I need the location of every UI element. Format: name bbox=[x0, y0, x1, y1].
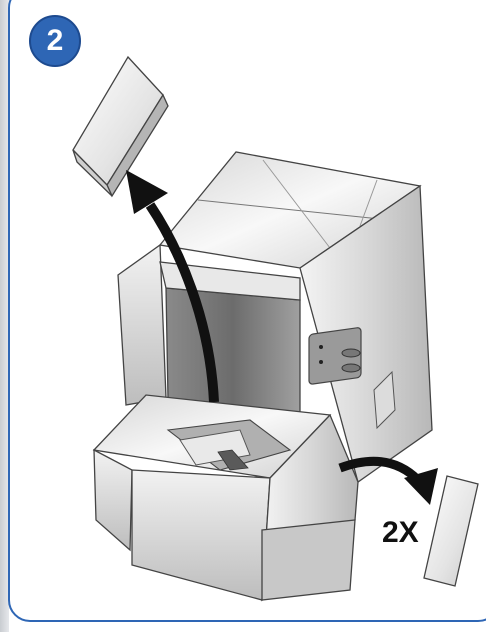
output-tray bbox=[94, 395, 358, 600]
step-number-badge: 2 bbox=[29, 15, 81, 67]
quantity-label: 2X bbox=[382, 516, 419, 550]
removed-insert bbox=[73, 57, 168, 196]
